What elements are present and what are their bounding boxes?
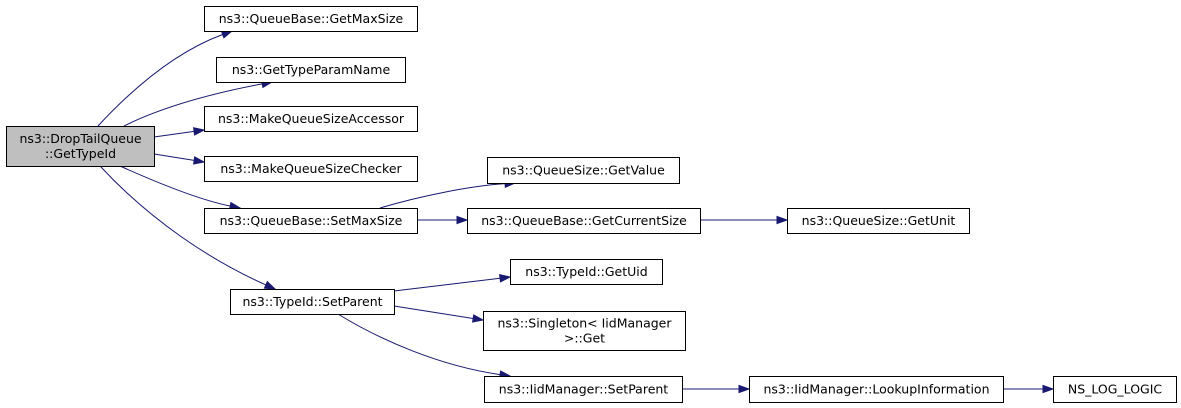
edge-root-to-makequeuesizechecker xyxy=(153,153,206,165)
node-box xyxy=(204,156,418,182)
node-box xyxy=(487,157,680,184)
edge-typeid_setparent-to-singleton_get xyxy=(393,305,485,323)
edge-line xyxy=(337,313,501,376)
edge-line xyxy=(393,277,501,292)
node-label: ns3::MakeQueueSizeChecker xyxy=(220,161,402,176)
node-box xyxy=(1053,376,1177,403)
edge-line xyxy=(123,83,263,127)
edge-qb_setmaxsize-to-qs_getvalue xyxy=(379,179,517,209)
node-label: ns3::TypeId::GetUid xyxy=(525,264,647,279)
node-box xyxy=(787,208,970,234)
node-box xyxy=(483,311,686,351)
arrowhead xyxy=(193,127,206,136)
node-label: ns3::QueueSize::GetValue xyxy=(502,163,665,178)
node-label: ns3::Singleton< IidManager xyxy=(497,316,672,331)
node-makequeuesizechecker[interactable]: ns3::MakeQueueSizeChecker xyxy=(204,156,418,182)
node-label: ns3::QueueSize::GetUnit xyxy=(802,213,956,228)
node-box xyxy=(204,106,418,132)
node-box xyxy=(204,208,418,234)
node-singleton_get[interactable]: ns3::Singleton< IidManager>::Get xyxy=(483,311,686,351)
node-typeid_setparent[interactable]: ns3::TypeId::SetParent xyxy=(230,289,395,315)
edge-root-to-qb_setmaxsize xyxy=(119,165,242,211)
arrowhead xyxy=(456,215,469,225)
node-iid_setparent[interactable]: ns3::IidManager::SetParent xyxy=(484,376,683,403)
node-ns_log_logic[interactable]: NS_LOG_LOGIC xyxy=(1053,376,1177,403)
node-box xyxy=(204,6,418,32)
node-box xyxy=(749,376,1004,403)
edge-line xyxy=(393,305,474,319)
edge-root-to-makequeuesizeaccessor xyxy=(153,127,206,138)
arrowhead xyxy=(499,273,512,283)
edge-line xyxy=(153,153,195,161)
node-label: ns3::IidManager::LookupInformation xyxy=(763,382,989,397)
node-qb_setmaxsize[interactable]: ns3::QueueBase::SetMaxSize xyxy=(204,208,418,234)
edge-iid_setparent-to-iid_lookupinformation xyxy=(682,384,751,394)
edge-root-to-typeid_setparent xyxy=(99,165,277,290)
arrowhead xyxy=(192,156,206,165)
node-label: ns3::QueueBase::GetCurrentSize xyxy=(481,213,687,228)
arrowhead xyxy=(776,215,789,225)
node-makequeuesizeaccessor[interactable]: ns3::MakeQueueSizeAccessor xyxy=(204,106,418,132)
edge-qb_setmaxsize-to-qb_getcurrentsize xyxy=(417,215,469,225)
node-qs_getvalue[interactable]: ns3::QueueSize::GetValue xyxy=(487,157,680,184)
node-qb_getcurrentsize[interactable]: ns3::QueueBase::GetCurrentSize xyxy=(467,208,701,234)
node-iid_lookupinformation[interactable]: ns3::IidManager::LookupInformation xyxy=(749,376,1004,403)
node-label: ns3::QueueBase::GetMaxSize xyxy=(219,11,404,26)
node-label: ns3::IidManager::SetParent xyxy=(499,382,669,397)
node-typeid_getuid[interactable]: ns3::TypeId::GetUid xyxy=(510,259,663,285)
node-qb_getmaxsize[interactable]: ns3::QueueBase::GetMaxSize xyxy=(204,6,418,32)
edge-line xyxy=(379,183,506,209)
node-label: ns3::GetTypeParamName xyxy=(232,62,391,77)
node-box xyxy=(230,289,395,315)
node-label: ns3::MakeQueueSizeAccessor xyxy=(218,111,405,126)
node-root[interactable]: ns3::DropTailQueue::GetTypeId xyxy=(6,126,155,167)
node-box xyxy=(467,208,701,234)
arrowhead xyxy=(263,280,277,290)
node-label: ns3::DropTailQueue xyxy=(19,131,141,146)
node-gettypeparamname[interactable]: ns3::GetTypeParamName xyxy=(216,57,406,83)
node-box xyxy=(6,126,155,167)
node-box xyxy=(484,376,683,403)
arrowhead xyxy=(471,314,485,323)
node-box xyxy=(216,57,406,83)
node-label: >::Get xyxy=(564,331,605,346)
edge-line xyxy=(97,34,223,127)
node-label: NS_LOG_LOGIC xyxy=(1068,382,1163,397)
edge-iid_lookupinformation-to-ns_log_logic xyxy=(1003,384,1055,394)
arrowhead xyxy=(738,384,751,394)
edge-qb_getcurrentsize-to-qs_getunit xyxy=(700,215,789,225)
edge-typeid_setparent-to-typeid_getuid xyxy=(393,273,512,292)
arrowhead xyxy=(220,30,234,39)
node-qs_getunit[interactable]: ns3::QueueSize::GetUnit xyxy=(787,208,970,234)
node-label: ::GetTypeId xyxy=(45,146,116,161)
edge-line xyxy=(119,165,231,207)
node-label: ns3::TypeId::SetParent xyxy=(242,294,382,309)
arrowhead xyxy=(1042,384,1055,394)
node-box xyxy=(510,259,663,285)
nodes-layer: ns3::DropTailQueue::GetTypeIdns3::QueueB… xyxy=(6,6,1177,403)
edge-line xyxy=(99,165,267,286)
edge-line xyxy=(153,130,195,138)
node-label: ns3::QueueBase::SetMaxSize xyxy=(220,213,403,228)
